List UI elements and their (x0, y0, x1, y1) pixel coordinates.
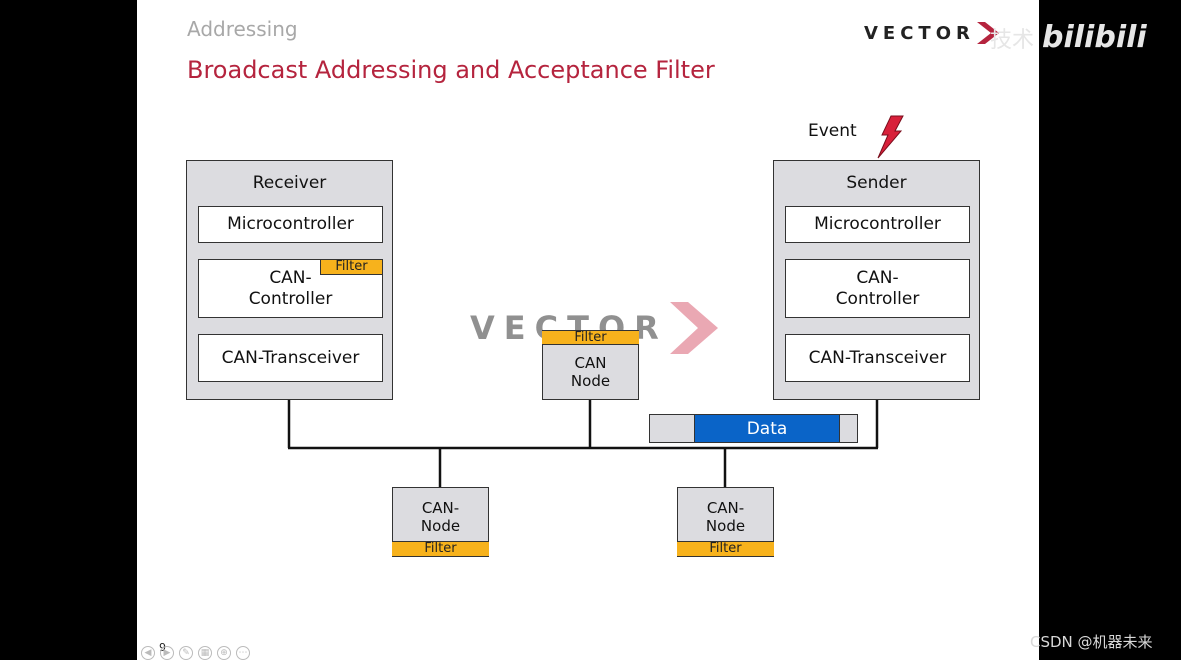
can-node-center-filter: Filter (542, 330, 639, 345)
sender-title: Sender (846, 173, 907, 193)
vector-logo: VECTOR (864, 20, 1001, 46)
sender-can-transceiver: CAN-Transceiver (785, 334, 970, 382)
event-lightning-icon (877, 115, 904, 159)
can-node-left-label: CAN- Node (420, 499, 461, 535)
section-label: Addressing (187, 17, 298, 41)
receiver-box: Receiver Microcontroller CAN- Controller… (186, 160, 393, 400)
next-slide-icon[interactable]: ▶ (160, 646, 174, 660)
bilibili-watermark-text: 技术 (990, 27, 1035, 53)
slide-controls: ◀ ▶ ✎ ▦ ⊕ ⋯ (141, 646, 250, 660)
pen-icon[interactable]: ✎ (179, 646, 193, 660)
slide: Addressing Broadcast Addressing and Acce… (137, 0, 1039, 660)
can-node-left: CAN- Node Filter (392, 487, 489, 557)
receiver-microcontroller: Microcontroller (198, 206, 383, 243)
bilibili-logo: bilibili (1042, 20, 1147, 55)
prev-slide-icon[interactable]: ◀ (141, 646, 155, 660)
slide-title: Broadcast Addressing and Acceptance Filt… (187, 56, 715, 84)
receiver-can-transceiver: CAN-Transceiver (198, 334, 383, 382)
data-frame: Data (649, 414, 858, 443)
can-node-right: CAN- Node Filter (677, 487, 774, 557)
can-node-center: Filter CAN Node (542, 330, 639, 400)
can-node-center-label: CAN Node (570, 354, 611, 390)
data-field: Data (694, 415, 840, 442)
can-node-right-filter: Filter (677, 541, 774, 557)
receiver-title: Receiver (252, 173, 327, 193)
can-node-right-label: CAN- Node (705, 499, 746, 535)
bilibili-watermark: 技术 bilibili (990, 20, 1147, 55)
sender-box: Sender Microcontroller CAN- Controller C… (773, 160, 980, 400)
more-options-icon[interactable]: ⋯ (236, 646, 250, 660)
event-label: Event (808, 121, 857, 141)
sender-microcontroller: Microcontroller (785, 206, 970, 243)
can-node-left-filter: Filter (392, 541, 489, 557)
slides-grid-icon[interactable]: ▦ (198, 646, 212, 660)
sender-can-controller-label: CAN- Controller (835, 267, 920, 309)
zoom-icon[interactable]: ⊕ (217, 646, 231, 660)
sender-can-controller: CAN- Controller (785, 259, 970, 318)
vector-chevron-icon (976, 22, 999, 44)
receiver-filter: Filter (320, 259, 383, 275)
csdn-watermark: CSDN @机器未来 (1030, 633, 1153, 651)
receiver-can-controller-label: CAN- Controller (248, 267, 333, 309)
vector-logo-text: VECTOR (864, 22, 975, 44)
